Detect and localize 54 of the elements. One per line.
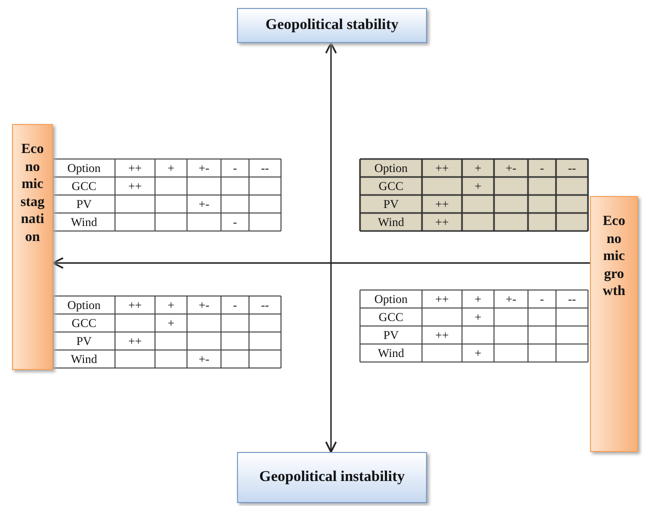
rating-header: -: [539, 293, 545, 305]
rating-header: -: [539, 162, 545, 174]
rating-header: ++: [434, 293, 450, 305]
rating-mark: ++: [127, 335, 143, 347]
scenario-bar: Economic growth: [590, 196, 638, 452]
row-label: PV: [75, 335, 93, 347]
scenario-box: Geopolitical stability: [237, 8, 427, 43]
row-label: Wind: [70, 216, 98, 228]
row-label: Wind: [376, 347, 406, 359]
row-label: Wind: [70, 353, 98, 365]
rating-header: ++: [127, 162, 143, 174]
rating-mark: +: [474, 311, 482, 323]
rating-mark: +: [474, 180, 482, 192]
column-header: Option: [373, 293, 409, 305]
row-label: GCC: [70, 317, 98, 329]
rating-header: --: [567, 162, 577, 174]
column-header: Option: [66, 162, 102, 174]
row-label: GCC: [378, 180, 404, 192]
rating-header: -: [232, 162, 238, 174]
row-label: PV: [382, 198, 400, 210]
rating-header: +: [166, 162, 176, 174]
column-header: Option: [373, 162, 409, 174]
rating-mark: +-: [198, 198, 210, 210]
rating-header: --: [260, 162, 270, 174]
rating-header: --: [567, 293, 577, 305]
arrow: [52, 257, 590, 269]
rating-mark: +: [166, 317, 176, 329]
rating-mark: -: [232, 216, 238, 228]
scenario-bar: Economic stagnation: [12, 124, 53, 370]
row-label: GCC: [70, 180, 98, 192]
rating-header: +-: [198, 299, 210, 311]
arrow: [325, 42, 337, 453]
rating-mark: +-: [198, 353, 210, 365]
rating-header: ++: [434, 162, 450, 174]
rating-mark: ++: [434, 216, 450, 228]
row-label: Wind: [376, 216, 406, 228]
rating-header: +: [474, 293, 482, 305]
scenario-box: Geopolitical instability: [237, 452, 427, 503]
rating-mark: ++: [434, 198, 450, 210]
rating-header: +: [474, 162, 482, 174]
rating-header: ++: [127, 299, 143, 311]
rating-header: +-: [504, 162, 518, 174]
rating-header: +-: [198, 162, 210, 174]
row-label: PV: [382, 329, 400, 341]
rating-header: +: [166, 299, 176, 311]
rating-header: +-: [504, 293, 518, 305]
row-label: GCC: [378, 311, 404, 323]
rating-header: -: [232, 299, 238, 311]
rating-mark: ++: [434, 329, 450, 341]
rating-mark: ++: [127, 180, 143, 192]
rating-mark: +: [474, 347, 482, 359]
rating-header: --: [260, 299, 270, 311]
row-label: PV: [75, 198, 93, 210]
column-header: Option: [66, 299, 102, 311]
